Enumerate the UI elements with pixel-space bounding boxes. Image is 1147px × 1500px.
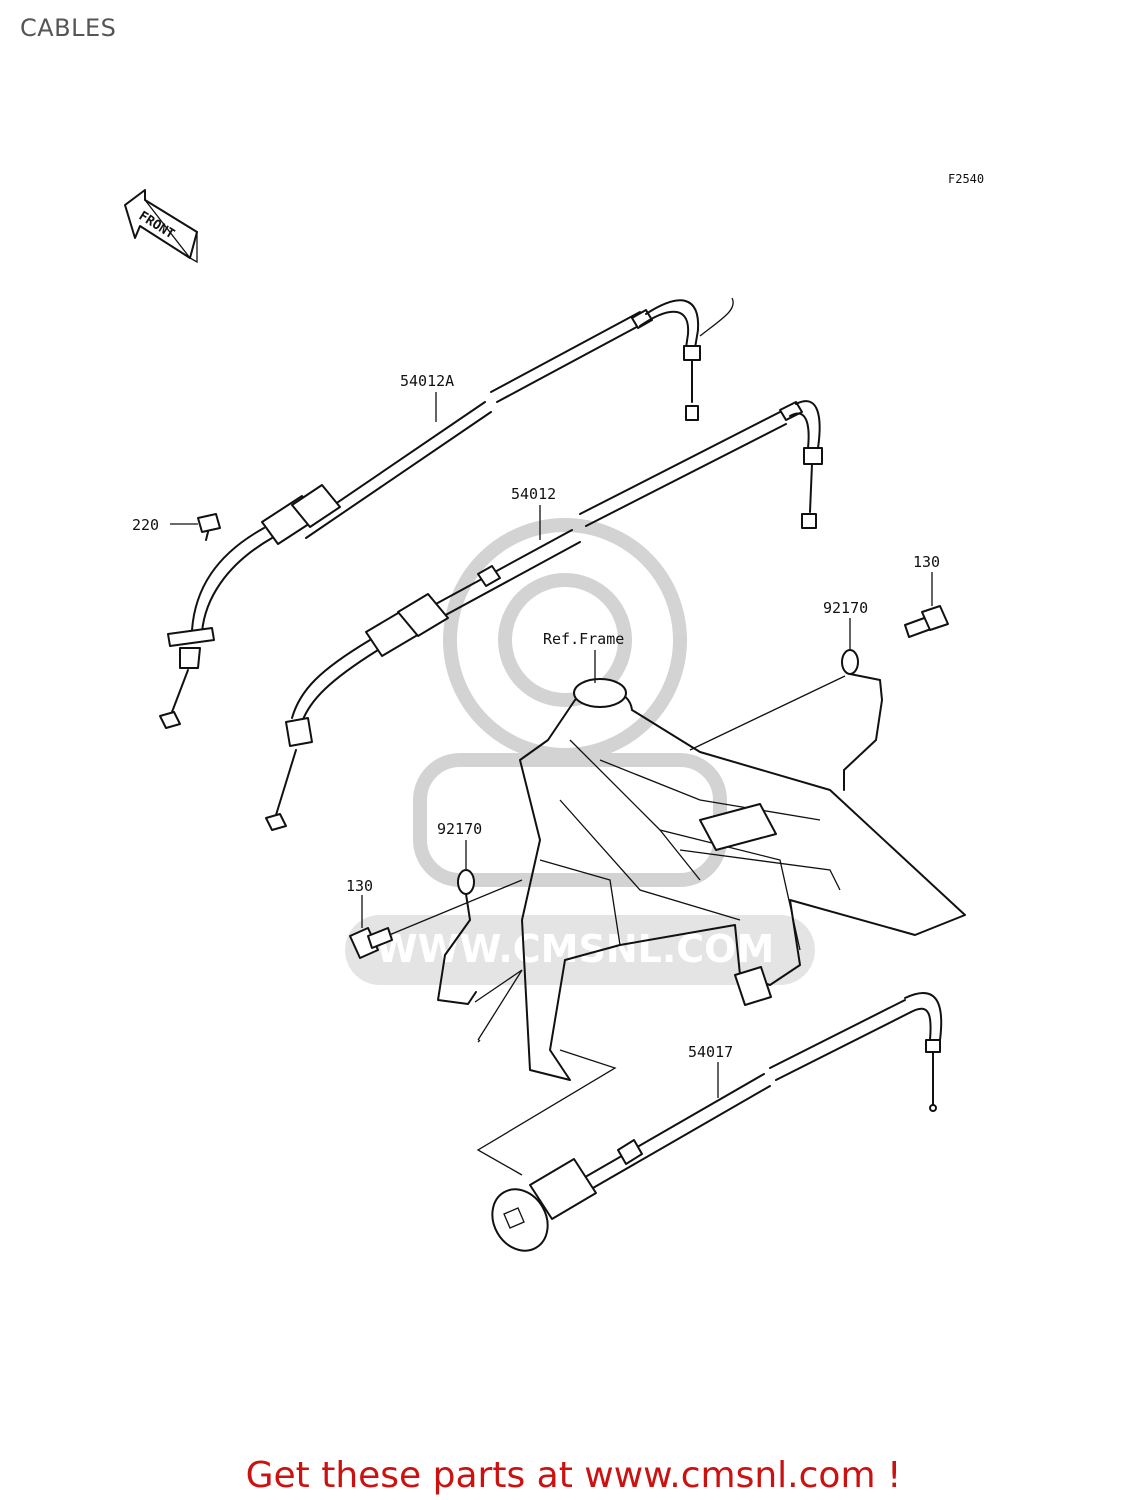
callout-92170-left: 92170 [437,820,482,838]
leader-lines [170,392,933,1098]
footer-link[interactable]: Get these parts at www.cmsnl.com ! [245,1455,902,1496]
watermark-logo: WWW.CMSNL.COM [345,518,815,985]
clamp-92170-left [437,869,477,1005]
frame [381,675,966,1176]
bolt-130-top [904,605,949,638]
callout-92170-top: 92170 [823,599,868,617]
figure-code: F2540 [948,172,984,186]
choke-cable-54017 [491,992,943,1252]
callout-130-top: 130 [913,553,940,571]
throttle-cable-54012 [265,400,823,831]
front-arrow-icon: FRONT [124,189,198,264]
bolt-130-left [349,927,393,959]
screw-220 [197,513,221,541]
ref-frame-label: Ref.Frame [543,630,624,648]
callout-54017: 54017 [688,1043,733,1061]
throttle-cable-54012a [159,297,734,729]
page-title: CABLES [20,14,117,42]
callout-130-left: 130 [346,877,373,895]
callout-54012a: 54012A [400,372,454,390]
watermark-text: WWW.CMSNL.COM [376,927,775,971]
callout-220: 220 [132,516,159,534]
callout-54012: 54012 [511,485,556,503]
clamp-92170-top [841,649,883,791]
